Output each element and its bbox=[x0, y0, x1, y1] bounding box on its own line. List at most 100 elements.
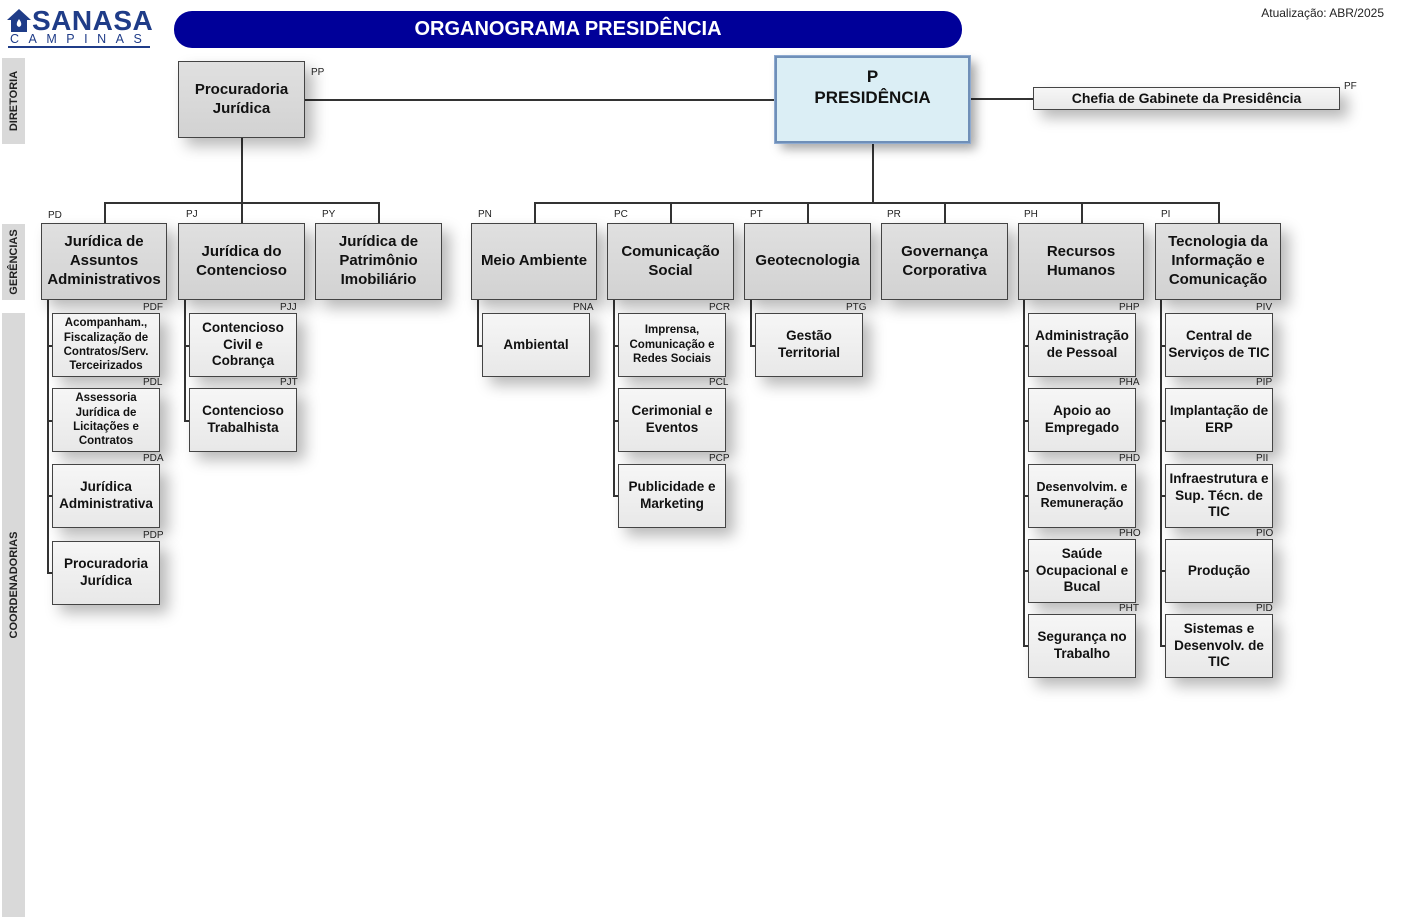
unit-coordenadoria[interactable]: Publicidade e Marketing bbox=[618, 464, 726, 528]
unit-coordenadoria[interactable]: Contencioso Trabalhista bbox=[189, 388, 297, 452]
unit-code: PR bbox=[887, 209, 901, 220]
unit-code: PJT bbox=[280, 377, 298, 388]
unit-coordenadoria[interactable]: Contencioso Civil e Cobrança bbox=[189, 313, 297, 377]
unit-name: Chefia de Gabinete da Presidência bbox=[1071, 89, 1302, 106]
unit-name: Acompanham., Fiscalização de Contratos/S… bbox=[63, 317, 149, 373]
unit-code: PNA bbox=[573, 302, 594, 313]
unit-name: Saúde Ocupacional e Bucal bbox=[1035, 545, 1129, 595]
unit-name: Jurídica de Patrimônio Imobiliário bbox=[338, 233, 419, 288]
unit-code: PHT bbox=[1119, 603, 1139, 614]
unit-code: PHP bbox=[1119, 302, 1140, 313]
level-label-text: GERÊNCIAS bbox=[7, 229, 20, 295]
unit-code: PII bbox=[1256, 453, 1269, 464]
unit-coordenadoria[interactable]: Gestão Territorial bbox=[755, 313, 863, 377]
unit-coordenadoria[interactable]: Ambiental bbox=[482, 313, 590, 377]
level-label-gerencias: GERÊNCIAS bbox=[2, 224, 25, 300]
unit-coordenadoria[interactable]: Infraestrutura e Sup. Técn. de TIC bbox=[1165, 464, 1273, 528]
unit-name: Gestão Territorial bbox=[777, 328, 840, 360]
unit-code: PP bbox=[311, 67, 325, 78]
unit-coordenadoria[interactable]: Produção bbox=[1165, 539, 1273, 603]
unit-name: Publicidade e Marketing bbox=[628, 479, 716, 511]
unit-name: Segurança no Trabalho bbox=[1037, 629, 1127, 661]
unit-code: PC bbox=[614, 209, 628, 220]
unit-name: Meio Ambiente bbox=[480, 252, 588, 270]
unit-code: PCP bbox=[709, 453, 730, 464]
unit-presidencia[interactable]: P PRESIDÊNCIA bbox=[774, 55, 971, 144]
page-title: ORGANOGRAMA PRESIDÊNCIA bbox=[174, 11, 962, 48]
unit-coordenadoria[interactable]: Administração de Pessoal bbox=[1028, 313, 1136, 377]
unit-gerencia[interactable]: Geotecnologia bbox=[744, 223, 871, 300]
unit-coordenadoria[interactable]: Jurídica Administrativa bbox=[52, 464, 160, 528]
unit-code: PID bbox=[1256, 603, 1273, 614]
unit-coordenadoria[interactable]: Sistemas e Desenvolv. de TIC bbox=[1165, 614, 1273, 678]
unit-name: Jurídica do Contencioso bbox=[196, 242, 287, 279]
unit-name: Imprensa, Comunicação e Redes Sociais bbox=[629, 324, 715, 366]
level-label-text: DIRETORIA bbox=[7, 70, 20, 132]
unit-name: Tecnologia da Informação e Comunicação bbox=[1168, 233, 1268, 288]
unit-code: PDP bbox=[143, 530, 164, 541]
unit-code: PCR bbox=[709, 302, 731, 313]
unit-code: P bbox=[866, 67, 879, 86]
unit-coordenadoria[interactable]: Procuradoria Jurídica bbox=[52, 541, 160, 605]
unit-gerencia[interactable]: Jurídica de Patrimônio Imobiliário bbox=[315, 223, 442, 300]
unit-code: PIV bbox=[1256, 302, 1273, 313]
unit-code: PJ bbox=[186, 209, 198, 220]
unit-code: PDF bbox=[143, 302, 163, 313]
logo-subtitle: CAMPINAS bbox=[10, 32, 152, 46]
unit-name: Governança Corporativa bbox=[901, 242, 988, 279]
unit-name: Geotecnologia bbox=[755, 252, 860, 270]
unit-chefia-gabinete[interactable]: Chefia de Gabinete da Presidência bbox=[1033, 87, 1340, 110]
unit-code: PD bbox=[48, 210, 62, 221]
unit-name: Jurídica de Assuntos Administrativos bbox=[47, 233, 161, 288]
level-label-text: COORDENADORIAS bbox=[7, 531, 20, 639]
unit-name: Produção bbox=[1187, 562, 1251, 578]
unit-coordenadoria[interactable]: Implantação de ERP bbox=[1165, 388, 1273, 452]
unit-gerencia[interactable]: Tecnologia da Informação e Comunicação bbox=[1155, 223, 1281, 300]
unit-gerencia[interactable]: Recursos Humanos bbox=[1018, 223, 1144, 300]
unit-coordenadoria[interactable]: Acompanham., Fiscalização de Contratos/S… bbox=[52, 313, 160, 377]
unit-code: PDL bbox=[143, 377, 163, 388]
unit-code: PTG bbox=[846, 302, 867, 313]
unit-coordenadoria[interactable]: Desenvolvim. e Remuneração bbox=[1028, 464, 1136, 528]
unit-name: Contencioso Trabalhista bbox=[202, 403, 284, 435]
unit-code: PN bbox=[478, 209, 492, 220]
unit-code: PIO bbox=[1256, 528, 1274, 539]
unit-name: Apoio ao Empregado bbox=[1044, 403, 1120, 435]
unit-gerencia[interactable]: Governança Corporativa bbox=[881, 223, 1008, 300]
logo-name: SANASA bbox=[32, 5, 154, 36]
unit-procuradoria[interactable]: Procuradoria Jurídica bbox=[178, 61, 305, 138]
unit-name: Desenvolvim. e Remuneração bbox=[1036, 480, 1128, 510]
unit-name: PRESIDÊNCIA bbox=[814, 88, 931, 108]
sanasa-logo: SANASA CAMPINAS bbox=[6, 5, 154, 48]
unit-code: PHD bbox=[1119, 453, 1141, 464]
unit-code: PH bbox=[1024, 209, 1038, 220]
level-label-coordenadorias: COORDENADORIAS bbox=[2, 313, 25, 917]
unit-code: PY bbox=[322, 209, 336, 220]
update-date: Atualização: ABR/2025 bbox=[1261, 6, 1384, 20]
unit-coordenadoria[interactable]: Saúde Ocupacional e Bucal bbox=[1028, 539, 1136, 603]
unit-name: Infraestrutura e Sup. Técn. de TIC bbox=[1169, 470, 1269, 520]
unit-code: PT bbox=[750, 209, 763, 220]
unit-coordenadoria[interactable]: Segurança no Trabalho bbox=[1028, 614, 1136, 678]
unit-coordenadoria[interactable]: Apoio ao Empregado bbox=[1028, 388, 1136, 452]
unit-coordenadoria[interactable]: Imprensa, Comunicação e Redes Sociais bbox=[618, 313, 726, 377]
unit-name: Administração de Pessoal bbox=[1035, 328, 1129, 360]
unit-code: PCL bbox=[709, 377, 729, 388]
unit-coordenadoria[interactable]: Assessoria Jurídica de Licitações e Cont… bbox=[52, 388, 160, 452]
unit-code: PF bbox=[1344, 81, 1357, 92]
unit-gerencia[interactable]: Jurídica de Assuntos Administrativos bbox=[41, 223, 167, 300]
unit-name: Sistemas e Desenvolv. de TIC bbox=[1174, 620, 1264, 670]
unit-gerencia[interactable]: Comunicação Social bbox=[607, 223, 734, 300]
unit-gerencia[interactable]: Jurídica do Contencioso bbox=[178, 223, 305, 300]
unit-name: Central de Serviços de TIC bbox=[1168, 328, 1270, 360]
unit-name: Comunicação Social bbox=[621, 242, 720, 279]
unit-name: Cerimonial e Eventos bbox=[631, 403, 713, 435]
unit-name: Recursos Humanos bbox=[1046, 242, 1116, 279]
unit-name: Contencioso Civil e Cobrança bbox=[202, 319, 284, 369]
unit-name: Procuradoria Jurídica bbox=[194, 80, 289, 117]
unit-coordenadoria[interactable]: Central de Serviços de TIC bbox=[1165, 313, 1273, 377]
unit-name: Assessoria Jurídica de Licitações e Cont… bbox=[73, 392, 139, 448]
unit-coordenadoria[interactable]: Cerimonial e Eventos bbox=[618, 388, 726, 452]
logo-underline bbox=[8, 46, 150, 48]
unit-gerencia[interactable]: Meio Ambiente bbox=[471, 223, 597, 300]
